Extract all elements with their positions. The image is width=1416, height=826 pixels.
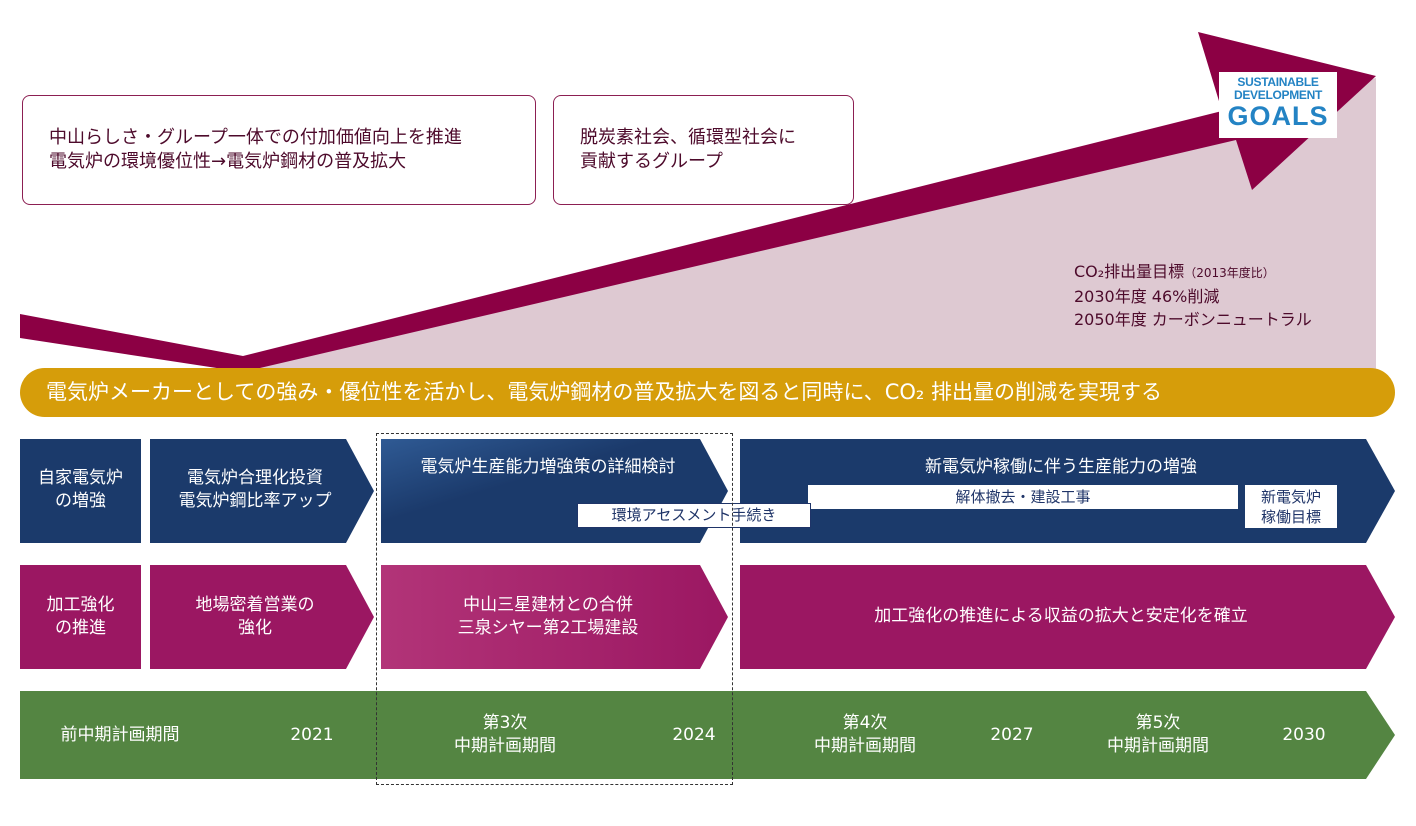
purple-cell-4-text: 加工強化の推進による収益の拡大と安定化を確立	[874, 606, 1248, 626]
purple-cell-4	[740, 565, 1395, 669]
value-box: 中山らしさ・グループ一体での付加価値向上を推進 電気炉の環境優位性→電気炉鋼材の…	[22, 95, 536, 205]
purple-cell-3-text: 中山三星建材との合併 三泉シヤー第2工場建設	[457, 595, 639, 638]
co2-heading-note: （2013年度比）	[1184, 266, 1275, 280]
contribution-line-2: 貢献するグループ	[580, 151, 723, 172]
purple-cell-3	[381, 565, 728, 669]
strategy-banner: 電気炉メーカーとしての強み・優位性を活かし、電気炉鋼材の普及拡大を図ると同時に、…	[20, 368, 1395, 417]
purple-cell-2-text: 地場密着営業の 強化	[195, 595, 315, 638]
sdgs-logo: SUSTAINABLE DEVELOPMENT GOALS	[1219, 72, 1337, 138]
current-period-highlight	[376, 433, 733, 785]
timeline-arrow	[20, 691, 1395, 779]
co2-heading: CO₂排出量目標	[1074, 262, 1185, 281]
contribution-box: 脱炭素社会、循環型社会に 貢献するグループ	[553, 95, 854, 205]
value-line-2: 電気炉の環境優位性→電気炉鋼材の普及拡大	[49, 151, 407, 172]
co2-target-2030: 2030年度 46%削減	[1074, 287, 1220, 306]
purple-cell-1-text: 加工強化 の推進	[46, 595, 115, 638]
purple-cell-1	[20, 565, 141, 669]
navy-cell-3-text: 電気炉生産能力増強策の詳細検討	[420, 457, 676, 477]
timeline-year-2024: 2024	[672, 725, 716, 745]
navy-cell-1	[20, 439, 141, 543]
timeline-previous-period: 前中期計画期間	[60, 725, 180, 745]
navy-cell-1-text: 自家電気炉 の増強	[38, 468, 123, 511]
timeline-year-2027: 2027	[990, 725, 1034, 745]
navy-cell-2	[150, 439, 374, 543]
new-furnace-target: 新電気炉 稼働目標	[1245, 485, 1337, 528]
timeline-year-2021: 2021	[290, 725, 334, 745]
value-line-1: 中山らしさ・グループ一体での付加価値向上を推進	[49, 127, 462, 148]
growth-arrow	[20, 32, 1376, 372]
navy-cell-2-text: 電気炉合理化投資 電気炉鋼比率アップ	[178, 468, 332, 511]
navy-cell-4-text: 新電気炉稼働に伴う生産能力の増強	[925, 457, 1197, 477]
contribution-line-1: 脱炭素社会、循環型社会に	[580, 127, 796, 148]
timeline-fifth-period: 第5次 中期計画期間	[1107, 713, 1209, 756]
co2-target-2050: 2050年度 カーボンニュートラル	[1074, 310, 1312, 329]
environmental-assessment-label: 環境アセスメント手続き	[577, 503, 811, 528]
construction-bar: 解体撤去・建設工事	[808, 485, 1238, 509]
co2-target: CO₂排出量目標（2013年度比） 2030年度 46%削減 2050年度 カー…	[1074, 260, 1312, 331]
timeline-fourth-period: 第4次 中期計画期間	[814, 713, 916, 756]
timeline-third-period: 第3次 中期計画期間	[454, 713, 556, 756]
purple-cell-2	[150, 565, 374, 669]
timeline-year-2030: 2030	[1282, 725, 1326, 745]
